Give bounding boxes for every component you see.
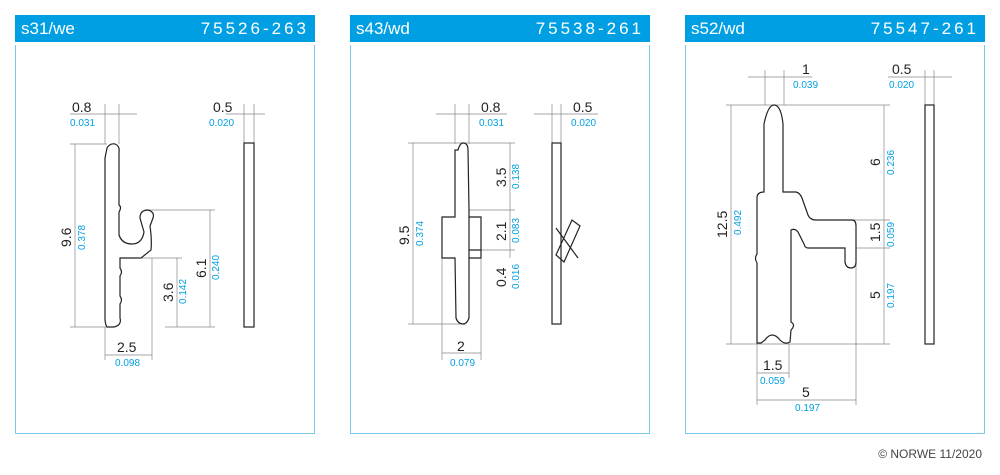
dim-1-in: 0.240 <box>211 255 222 280</box>
dim-span-in: 0.197 <box>795 403 820 414</box>
dim-base-in: 0.059 <box>760 376 785 387</box>
dim-1-in: 0.236 <box>886 150 897 175</box>
dim-height-in: 0.492 <box>733 210 744 235</box>
model-name: s43/wd <box>356 19 410 38</box>
dim-base-mm: 2 <box>457 338 465 354</box>
dim-height-mm: 12.5 <box>714 211 730 238</box>
side-s43 <box>551 142 562 325</box>
dim-2-mm: 3.6 <box>160 282 176 302</box>
panel-s43: s43/wd 75538-261 <box>350 15 650 435</box>
dim-3-mm: 5 <box>867 291 883 299</box>
copyright: © NORWE 11/2020 <box>878 447 982 461</box>
profile-s31 <box>104 143 155 328</box>
profiles <box>104 104 935 345</box>
model-name: s31/we <box>21 19 75 38</box>
dim-height-mm: 9.5 <box>396 225 412 245</box>
part-number: 75526-263 <box>200 19 309 38</box>
dim-width-mm: 1 <box>802 61 810 77</box>
dim-width-mm: 0.8 <box>481 99 501 115</box>
dim-thickness-in: 0.020 <box>571 118 596 129</box>
dim-thickness-mm: 0.5 <box>892 61 912 77</box>
dim-2-in: 0.142 <box>178 279 189 304</box>
dim-width-in: 0.039 <box>793 80 818 91</box>
dim-2-in: 0.059 <box>886 222 897 247</box>
dim-3-in: 0.197 <box>886 283 897 308</box>
dim-1-mm: 6.1 <box>193 258 209 278</box>
dim-1-mm: 6 <box>867 158 883 166</box>
side-s31 <box>243 142 255 328</box>
dim-height-in: 0.378 <box>77 225 88 250</box>
dim-base-in: 0.079 <box>450 358 475 369</box>
panel-s52: s52/wd 75547-261 <box>685 15 985 435</box>
dim-width-in: 0.031 <box>479 118 504 129</box>
dim-2-mm: 1.5 <box>867 222 883 242</box>
dim-thickness-in: 0.020 <box>889 80 914 91</box>
model-name: s52/wd <box>691 19 745 38</box>
profile-s52 <box>754 104 857 344</box>
dim-base-mm: 2.5 <box>117 339 137 355</box>
dim-width-in: 0.031 <box>70 118 95 129</box>
dim-thickness-mm: 0.5 <box>213 99 233 115</box>
dim-3-in: 0.016 <box>511 264 522 289</box>
panel-frame <box>350 45 650 434</box>
dim-thickness-in: 0.020 <box>209 118 234 129</box>
part-number: 75547-261 <box>870 19 979 38</box>
panel-header: s43/wd 75538-261 <box>350 15 650 42</box>
panel-header: s31/we 75526-263 <box>15 15 315 42</box>
dim-height-in: 0.374 <box>415 221 426 246</box>
dim-span-mm: 5 <box>802 384 810 400</box>
dim-height-mm: 9.6 <box>58 227 74 247</box>
dim-base-mm: 1.5 <box>763 357 783 373</box>
part-number: 75538-261 <box>535 19 644 38</box>
dim-1-in: 0.138 <box>511 164 522 189</box>
dim-width-mm: 0.8 <box>72 99 92 115</box>
clip-icon <box>555 219 581 263</box>
profile-s43 <box>441 142 482 325</box>
dim-1-mm: 3.5 <box>493 167 509 187</box>
panel-frame <box>15 45 315 434</box>
dim-2-mm: 2.1 <box>493 221 509 241</box>
dim-2-in: 0.083 <box>511 218 522 243</box>
dim-3-mm: 0.4 <box>493 267 509 287</box>
side-s52 <box>924 104 935 345</box>
panel-header: s52/wd 75547-261 <box>685 15 985 42</box>
dim-base-in: 0.098 <box>115 358 140 369</box>
dim-thickness-mm: 0.5 <box>573 99 593 115</box>
panel-frame <box>685 45 985 434</box>
panel-s31: s31/we 75526-263 <box>15 15 315 435</box>
